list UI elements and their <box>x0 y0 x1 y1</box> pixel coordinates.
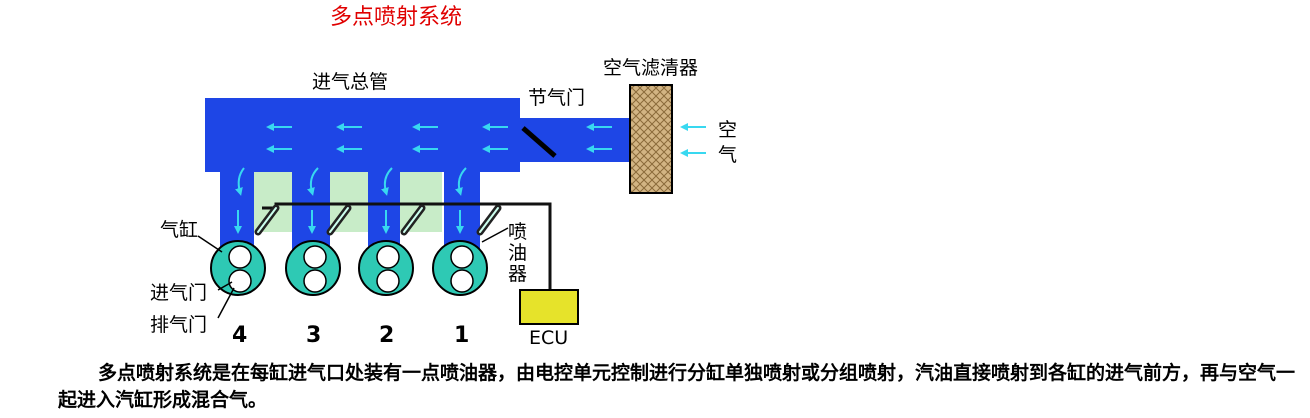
label-throttle: 节气门 <box>528 87 585 109</box>
label-cylinder: 气缸 <box>160 219 198 241</box>
cylinder-2 <box>358 240 414 296</box>
cylinder-number-1: 1 <box>454 323 469 348</box>
throttle-plate <box>521 126 557 158</box>
label-injector-3: 器 <box>508 263 527 285</box>
label-air-1: 空 <box>718 119 737 141</box>
cylinder-number-3: 3 <box>306 323 321 348</box>
diagram-title: 多点喷射系统 <box>330 5 462 30</box>
description-paragraph: 多点喷射系统是在每缸进气口处装有一点喷油器，由电控单元控制进行分缸单独喷射或分组… <box>58 362 1296 411</box>
label-exhaust-valve: 排气门 <box>150 314 207 336</box>
ecu-box <box>519 289 579 325</box>
outside-air-arrows <box>680 123 706 157</box>
cylinder-3 <box>285 240 341 296</box>
label-injector-2: 油 <box>508 242 527 264</box>
label-injector-1: 喷 <box>508 221 527 243</box>
label-air-filter: 空气滤清器 <box>603 57 698 79</box>
cylinder-1 <box>432 240 488 296</box>
air-flow-arrows <box>234 123 612 234</box>
label-leaders <box>197 235 235 319</box>
label-air-2: 气 <box>718 144 737 166</box>
label-ecu: ECU <box>529 327 568 349</box>
injector-leader <box>481 227 509 243</box>
cylinder-number-2: 2 <box>379 323 394 348</box>
runner-gaps <box>254 172 442 232</box>
fuel-rail <box>262 202 552 290</box>
label-intake-manifold: 进气总管 <box>312 71 388 93</box>
label-intake-valve: 进气门 <box>150 282 207 304</box>
air-filter <box>629 84 673 194</box>
cylinder-4 <box>210 240 266 296</box>
cylinder-number-4: 4 <box>232 323 247 348</box>
